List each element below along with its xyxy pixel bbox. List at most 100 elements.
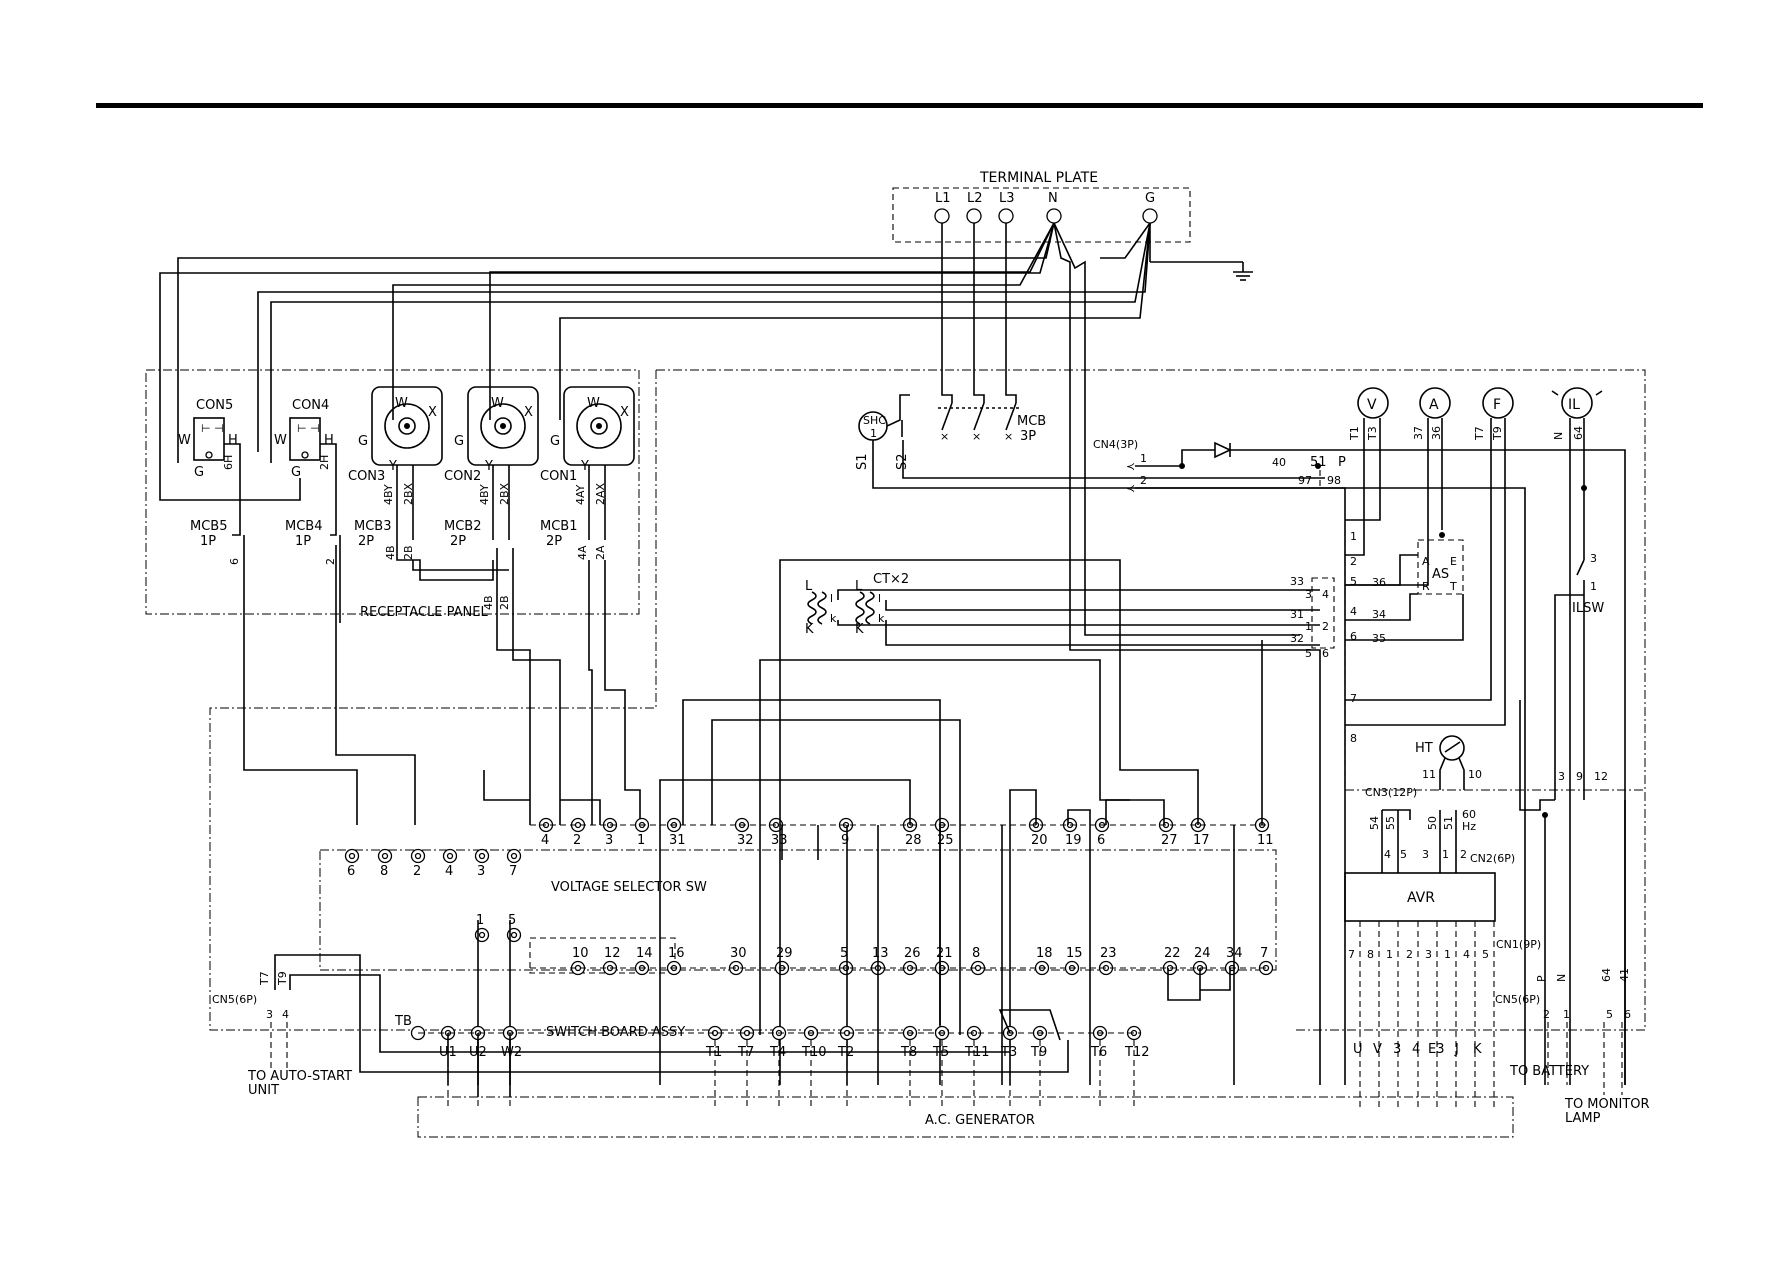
voltage-selector-title: VOLTAGE SELECTOR SW: [551, 880, 707, 895]
vs-mid-15-label: 23: [1100, 946, 1117, 961]
am-wire-37: 37: [1412, 426, 1425, 440]
cn5l-w-t9: T9: [276, 971, 289, 986]
cn5r-pin-5: 5: [1606, 1008, 1613, 1021]
cb-pin-2: 2: [1350, 555, 1357, 568]
mcb-labels: MCB5 1P 6 MCB4 1P 2 MCB3 2P 4B 2B MCB2 2…: [190, 519, 607, 610]
con5-wire: 6H: [222, 455, 235, 470]
mcb1-wa: 4A: [576, 545, 589, 560]
con2-x: X: [524, 405, 533, 420]
receptacle-wires: RECEPTACLE PANEL: [243, 465, 641, 825]
avr: AVR CN2(6P) 4 5 3 1 2 54 55 50 51 60 Hz …: [1344, 808, 1541, 1110]
cn5-right: CN5(6P) P N 64 41 2 1 5 6 TO BATTERY TO …: [1495, 968, 1650, 1126]
con5-inner: ⊢ ⊣: [201, 422, 224, 435]
con1-w: W: [587, 396, 600, 411]
con1-label: CON1: [540, 469, 577, 484]
tb-label: TB: [394, 1014, 412, 1029]
vs-left-1-label: 8: [380, 864, 388, 879]
vs-top-14-label: 17: [1193, 833, 1210, 848]
con4-wire: 2H: [318, 455, 331, 470]
avr-out-u: U: [1353, 1042, 1363, 1057]
connector-block: 1 2 5 4 6 7 8 36 34 35 33 31 32 3 4 1 2 …: [1290, 530, 1386, 790]
mcb1-wb: 2A: [594, 545, 607, 560]
voltage-selector-box: [319, 849, 1277, 971]
cn5l-w-t7: T7: [258, 971, 271, 986]
ct1-k: K: [805, 622, 814, 637]
cb-ctp-1: 1: [1305, 620, 1312, 633]
cn5l-label: CN5(6P): [212, 993, 257, 1006]
cn5r-w-n: N: [1555, 974, 1568, 982]
cn5r-w-p: P: [1535, 975, 1548, 982]
cn4-pin2: 2: [1140, 474, 1147, 487]
vs-top-1-label: 2: [573, 833, 581, 848]
fm-wire-t7: T7: [1473, 426, 1486, 441]
vs-left-4-terminal-core: [478, 852, 486, 860]
con4-w: W: [274, 433, 287, 448]
cb-pin-1: 1: [1350, 530, 1357, 543]
cb-ctp-2: 2: [1322, 620, 1329, 633]
note-monitor: TO MONITOR: [1564, 1097, 1650, 1112]
mcb2-poles: 2P: [450, 534, 466, 549]
con5-label: CON5: [196, 398, 233, 413]
avr-cn2-w50: 50: [1426, 816, 1439, 830]
ground-icon: [1149, 223, 1253, 281]
con3-w: W: [395, 396, 408, 411]
con3-wy: 4BY: [382, 484, 395, 505]
avr-hz-b: Hz: [1462, 820, 1476, 833]
con3-y: Y: [388, 459, 397, 474]
diode-w40: 40: [1272, 456, 1286, 469]
terminal-plate-terminals: L1 L2 L3 N G: [934, 191, 1158, 224]
meters: V A F IL T1 T3 37 36 T7 T9 N 64: [1345, 387, 1603, 1085]
vs-mid-0-label: 1: [476, 913, 484, 928]
tp-label-l1: L1: [935, 191, 951, 206]
vs-top-0-label: 4: [541, 833, 549, 848]
note-auto-start-2: UNIT: [248, 1083, 279, 1098]
con3-wx: 2BX: [402, 482, 415, 505]
vs-top-11-label: 19: [1065, 833, 1082, 848]
vs-left-3-terminal-core: [446, 852, 454, 860]
avr-cn2-pin2: 2: [1460, 848, 1467, 861]
avr-cn2-pin3: 3: [1422, 848, 1429, 861]
tp-terminal-l3: [998, 208, 1014, 224]
ct-transformers: CT×2 L K L K l k l k: [805, 572, 1320, 646]
il-wire-64: 64: [1572, 426, 1585, 440]
mcb2-wa: 4B: [482, 595, 495, 610]
vs-top-2-label: 3: [605, 833, 613, 848]
ct2-l-small: l: [878, 592, 881, 605]
avr-cn1-p0: 7: [1348, 948, 1355, 961]
vm-wire-t3: T3: [1366, 426, 1379, 441]
vs-left-5-terminal-core: [510, 852, 518, 860]
con3-receptacle: W X G Y CON3 4BY 2BX: [348, 386, 443, 505]
avr-cn1-p6: 4: [1463, 948, 1470, 961]
vs-mid-7-label: 29: [776, 946, 793, 961]
ct2-k-small: k: [878, 612, 885, 625]
vs-top-15-label: 11: [1257, 833, 1274, 848]
mcb3-wb: 2B: [402, 545, 415, 560]
avr-cn2-w55: 55: [1384, 816, 1397, 830]
con2-w: W: [491, 396, 504, 411]
vm-wire-t1: T1: [1348, 426, 1361, 441]
mcb-contact-1: ×: [940, 430, 949, 443]
cn5r-w-41: 41: [1618, 968, 1631, 982]
vs-left-0-terminal-core: [348, 852, 356, 860]
cb-ct-33: 33: [1290, 575, 1304, 588]
avr-cn1-p7: 5: [1482, 948, 1489, 961]
vs-top-7-label: 9: [841, 833, 849, 848]
cn4-arrow2: ≺: [1126, 482, 1135, 495]
vs-mid-8-label: 5: [840, 946, 848, 961]
vs-left-0-label: 6: [347, 864, 355, 879]
mcb-label: MCB: [1017, 414, 1046, 429]
mcb1-poles: 2P: [546, 534, 562, 549]
avr-out-4: 4: [1412, 1042, 1420, 1057]
main-breaker: SHC 1 S1 S2 × × × MCB 3P: [855, 394, 1346, 1085]
cn5r-pin-6: 6: [1624, 1008, 1631, 1021]
voltmeter-icon: [1357, 387, 1389, 419]
cn5l-pin4: 4: [282, 1008, 289, 1021]
vs-top-8-label: 28: [905, 833, 922, 848]
diode-w98: 98: [1327, 474, 1341, 487]
vs-mid-11-label: 21: [936, 946, 953, 961]
note-monitor-2: LAMP: [1565, 1111, 1601, 1126]
avr-cn2-pin1: 1: [1442, 848, 1449, 861]
cb-ctp-3: 3: [1305, 588, 1312, 601]
con1-wy: 4AY: [574, 484, 587, 505]
vs-mid-10-label: 26: [904, 946, 921, 961]
